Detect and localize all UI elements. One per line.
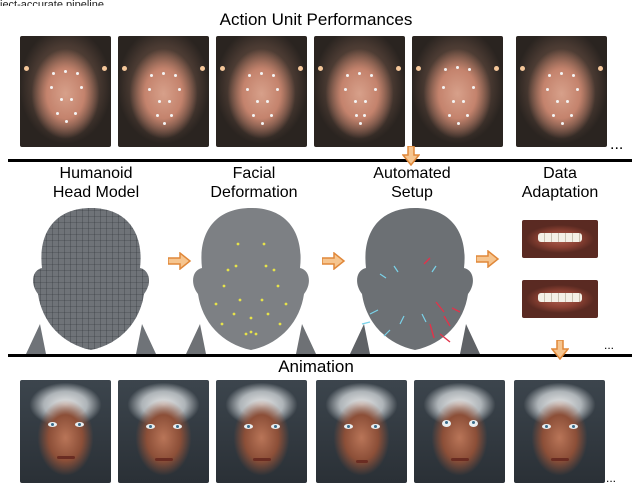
adapted-mouth-image (522, 280, 598, 318)
animation-frame (118, 380, 209, 483)
animation-frame (514, 380, 605, 483)
more-ellipsis: ... (604, 338, 615, 352)
action-unit-photo (314, 36, 405, 147)
animation-frame (414, 380, 505, 483)
down-arrow-icon (402, 146, 420, 166)
stage-label-automated-setup: Automated Setup (342, 164, 482, 202)
stage-label-line: Automated (373, 165, 451, 182)
more-ellipsis: ... (606, 471, 617, 485)
stage-label-line: Humanoid (59, 165, 133, 182)
action-unit-photo (20, 36, 111, 147)
animation-frame (20, 380, 111, 483)
stage-label-line: Adaptation (521, 184, 599, 201)
action-unit-photo (216, 36, 307, 147)
caption-fragment: ject-accurate pipeline (0, 0, 104, 6)
stage-label-line: Deformation (210, 184, 298, 201)
animation-frame (316, 380, 407, 483)
section-divider (8, 354, 632, 357)
action-unit-section: Action Unit Performances (0, 0, 632, 158)
right-arrow-icon (322, 252, 346, 270)
action-unit-title: Action Unit Performances (219, 10, 413, 29)
stage-label-line: Facial (232, 165, 276, 182)
pipeline-section: Humanoid Head Model Facial Deformation A… (0, 162, 632, 354)
stage-label-line: Setup (391, 184, 433, 201)
down-arrow-icon (551, 340, 569, 360)
action-unit-photo (118, 36, 209, 147)
deformation-head-model (186, 208, 316, 354)
section-divider (8, 159, 632, 162)
right-arrow-icon (168, 252, 192, 270)
action-unit-photo (412, 36, 503, 147)
rigged-head-model (350, 208, 480, 354)
animation-title: Animation (278, 357, 354, 376)
animation-frame (216, 380, 307, 483)
stage-label-line: Data (543, 165, 577, 182)
stage-label-line: Head Model (52, 184, 140, 201)
stage-label-data-adaptation: Data Adaptation (490, 164, 630, 202)
adapted-mouth-image (522, 220, 598, 258)
more-ellipsis: ... (610, 136, 624, 153)
action-unit-photo (516, 36, 607, 147)
stage-label-facial-deformation: Facial Deformation (184, 164, 324, 202)
animation-section: Animation ... (0, 357, 632, 490)
right-arrow-icon (476, 250, 500, 268)
wireframe-head-model (26, 208, 156, 354)
stage-label-head-model: Humanoid Head Model (26, 164, 166, 202)
